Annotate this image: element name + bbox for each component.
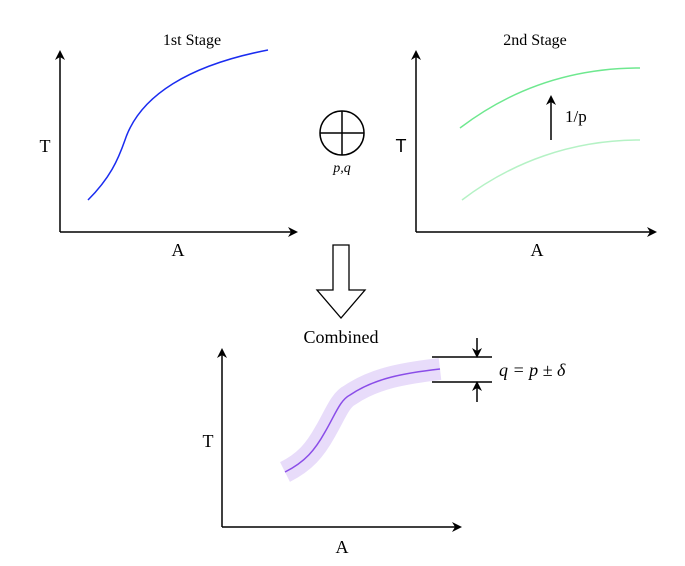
stage2-curve-lower — [461, 139, 641, 201]
combined-title: Combined — [304, 327, 379, 347]
y-label: T — [40, 136, 51, 156]
stage1-curve — [87, 49, 269, 201]
operator-label: p,q — [332, 161, 351, 176]
y-label: T — [203, 431, 214, 451]
band-label: q = p ± δ — [499, 360, 566, 380]
combine-arrow-icon — [315, 244, 367, 319]
stage2-plot: 1/p 2nd Stage T A — [396, 32, 657, 260]
shift-label: 1/p — [565, 107, 587, 126]
stage2-title: 2nd Stage — [503, 32, 567, 49]
x-label: A — [531, 240, 544, 260]
combined-plot: q = p ± δ T A — [203, 338, 566, 557]
combined-curve — [284, 368, 441, 473]
y-label: T — [396, 136, 407, 156]
x-label: A — [336, 537, 349, 557]
stage2-curve-upper — [459, 67, 641, 129]
x-label: A — [172, 240, 185, 260]
circled-plus-icon — [319, 110, 365, 156]
stage1-title: 1st Stage — [163, 32, 221, 49]
stage1-plot: 1st Stage T A — [40, 32, 298, 260]
